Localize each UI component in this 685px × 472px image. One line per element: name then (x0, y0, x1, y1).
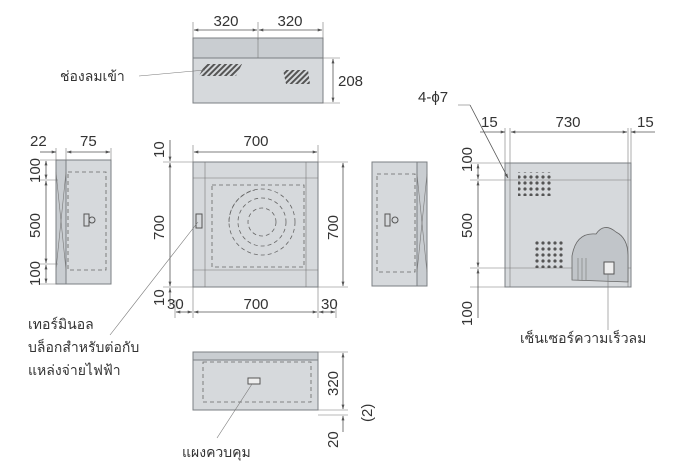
dim-front-700-left: 700 (151, 215, 168, 240)
dim-top-320-left: 320 (213, 13, 238, 30)
dim-side-22: 22 (30, 133, 47, 150)
dim-front-30-right: 30 (321, 296, 338, 313)
vent-holes-upper (518, 172, 553, 196)
label-terminal-line1: เทอร์มินอล (28, 316, 94, 333)
dim-side-100-top: 100 (27, 158, 44, 183)
vent-holes-lower (533, 240, 565, 268)
dim-side-100-bottom: 100 (27, 261, 44, 286)
dim-front-30-left: 30 (167, 296, 184, 313)
dim-side-500: 500 (27, 213, 44, 238)
air-inlet-grille-right (283, 70, 310, 84)
dim-top-208: 208 (338, 73, 363, 90)
right-side-view (371, 161, 428, 287)
dim-back-500: 500 (459, 213, 476, 238)
dim-front-700-bottom: 700 (243, 296, 268, 313)
dim-back-holes: 4-ϕ7 (418, 89, 448, 106)
dim-side-75: 75 (80, 133, 97, 150)
label-control-panel: แผงควบคุม (182, 445, 251, 461)
left-side-view: 22 75 100 500 100 (27, 133, 112, 286)
dim-back-15-left: 15 (481, 114, 498, 131)
dim-top-320-right: 320 (277, 13, 302, 30)
air-inlet-grille-left (199, 64, 242, 76)
top-view: 320 320 208 ช่องลมเข้า (60, 13, 363, 104)
back-view: 15 730 15 4-ϕ7 100 500 100 เซ็นเซอร์ความ… (418, 89, 655, 347)
front-panel (192, 161, 319, 288)
label-air-speed-sensor: เซ็นเซอร์ความเร็วลม (520, 329, 646, 347)
label-terminal-line3: แหล่งจ่ายไฟฟ้า (28, 362, 121, 379)
dim-back-100-bottom: 100 (459, 301, 476, 326)
dim-bottom-2: (2) (359, 404, 376, 422)
front-view: 700 700 10 10 700 30 700 30 เทอร์มินอล บ… (28, 133, 348, 379)
dim-front-10-bottom: 10 (151, 289, 168, 306)
label-air-inlet: ช่องลมเข้า (60, 69, 125, 85)
dim-bottom-20: 20 (325, 431, 342, 448)
dim-bottom-320: 320 (325, 371, 342, 396)
dim-back-730: 730 (555, 114, 580, 131)
control-panel-box (247, 377, 261, 385)
dim-front-700-right: 700 (325, 215, 342, 240)
dim-back-100-top: 100 (459, 147, 476, 172)
bottom-view: 320 20 (2) แผงควบคุม (182, 351, 376, 461)
dim-front-700-top: 700 (243, 133, 268, 150)
dim-front-10-top: 10 (151, 141, 168, 158)
dim-back-15-right: 15 (637, 114, 654, 131)
label-terminal-line2: บล็อกสำหรับต่อกับ (28, 338, 139, 356)
